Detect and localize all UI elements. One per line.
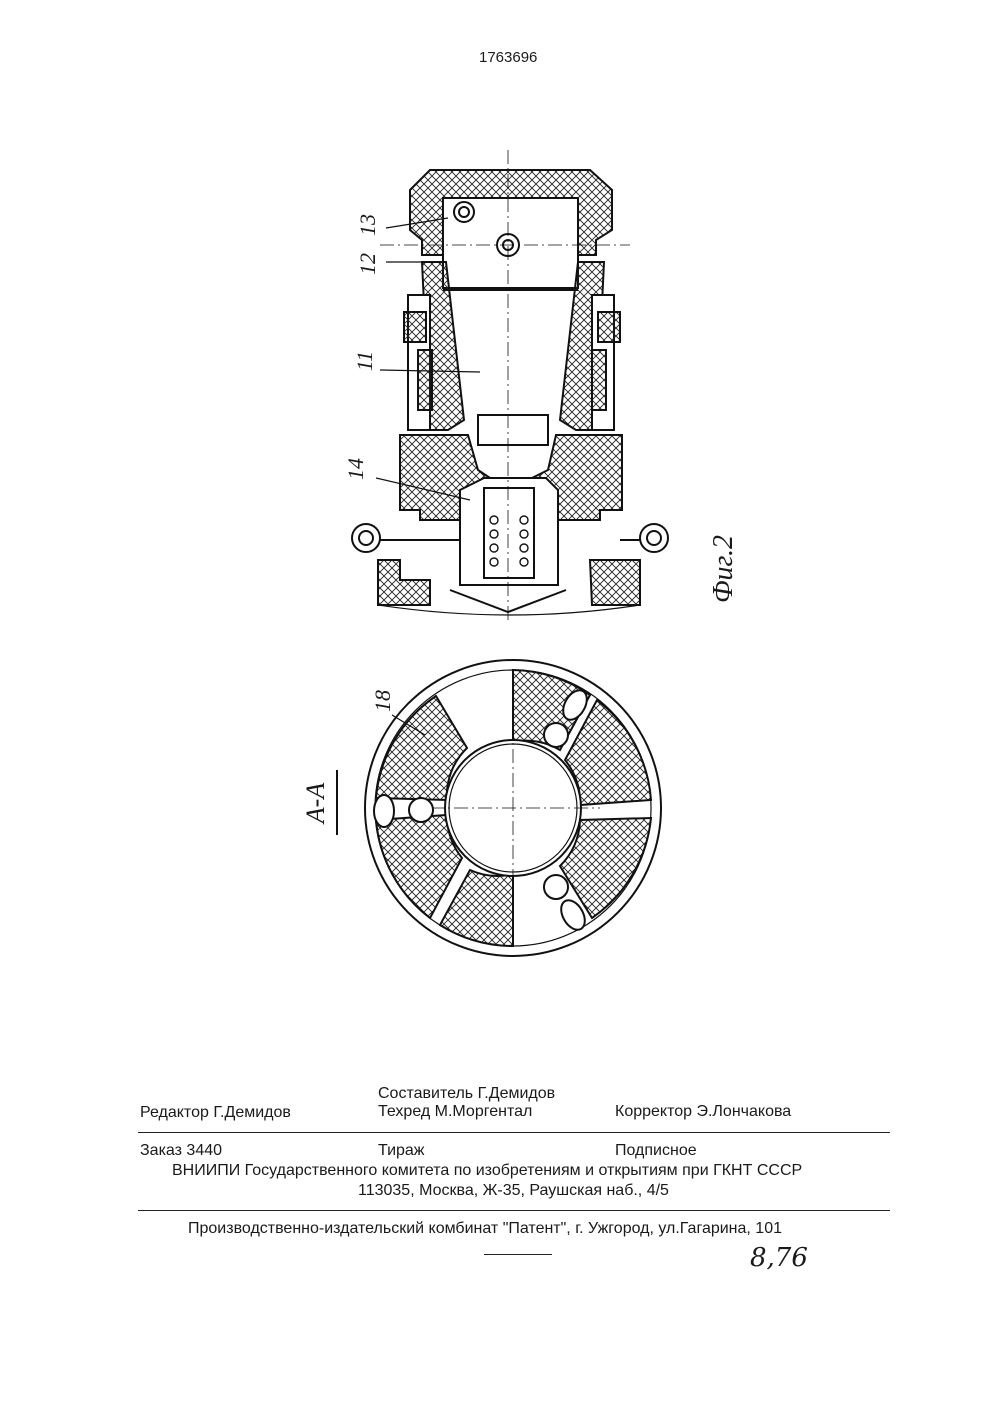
bolt-13 [454, 202, 474, 222]
lug-left [352, 524, 380, 552]
port-left [374, 795, 394, 827]
divider-top [138, 1132, 890, 1133]
circulation-line: Тираж [378, 1143, 425, 1159]
techred-line: Техред М.Моргентал [378, 1104, 532, 1120]
publisher-line: Производственно-издательский комбинат "П… [188, 1221, 782, 1237]
lug-right [640, 524, 668, 552]
address-line: 113035, Москва, Ж-35, Раушская наб., 4/5 [358, 1183, 669, 1199]
corrector-line: Корректор Э.Лончакова [615, 1104, 791, 1120]
order-line: Заказ 3440 [140, 1143, 222, 1159]
figure-label: Фиг.2 [710, 535, 738, 603]
part-label-12: 12 [357, 253, 379, 275]
technical-drawing [0, 0, 1000, 1000]
compiler-line: Составитель Г.Демидов [378, 1086, 555, 1102]
part-label-11: 11 [354, 351, 376, 371]
editor-line: Редактор Г.Демидов [140, 1105, 291, 1121]
institute-line: ВНИИПИ Государственного комитета по изоб… [172, 1163, 802, 1179]
divider-bottom [138, 1210, 890, 1211]
part-label-18: 18 [372, 690, 394, 712]
skirt-right [590, 560, 640, 605]
cross-section-a-a [365, 660, 661, 956]
handwritten-note: 8,76 [750, 1245, 808, 1271]
part-label-13: 13 [357, 214, 379, 236]
note-underline [484, 1254, 552, 1255]
part-label-14: 14 [345, 458, 367, 480]
longitudinal-section [352, 150, 668, 620]
section-label: А-А [303, 783, 329, 823]
skirt-left [378, 560, 430, 605]
subscription-line: Подписное [615, 1143, 697, 1159]
